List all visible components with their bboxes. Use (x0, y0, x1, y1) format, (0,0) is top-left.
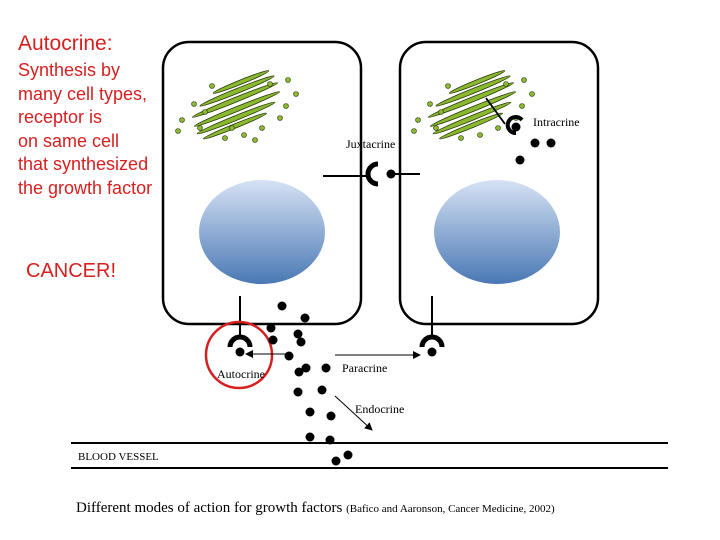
autocrine-highlight (204, 320, 274, 390)
vesicles-left (175, 77, 299, 143)
golgi-right (427, 70, 517, 140)
caption-citation: (Bafico and Aaronson, Cancer Medicine, 2… (346, 503, 555, 515)
secreted-ligands (266, 301, 353, 466)
intracrine-arm (485, 97, 506, 125)
juxtacrine-label: Juxtacrine (346, 137, 396, 151)
endocrine-label: Endocrine (355, 402, 405, 416)
golgi-left (191, 70, 281, 140)
autocrine-ligand (235, 347, 245, 357)
intracrine-receptor (505, 115, 524, 136)
autocrine-label: Autocrine (217, 367, 265, 381)
intracrine-ligand (511, 122, 521, 132)
juxtacrine-ligand (386, 169, 396, 179)
nucleus-left (199, 180, 325, 284)
cancer-note: CANCER! (26, 260, 117, 282)
description: Synthesis by many cell types, receptor i… (18, 60, 153, 198)
paracrine-receptor (419, 334, 445, 348)
nucleus-right (434, 180, 560, 284)
paracrine-ligand (427, 347, 437, 357)
heading: Autocrine: (18, 32, 113, 55)
endocrine-arrow (334, 395, 373, 431)
blood-vessel-label: BLOOD VESSEL (78, 451, 159, 463)
autocrine-receptor (227, 334, 253, 348)
caption-text: Different modes of action for growth fac… (76, 500, 343, 516)
vesicles-right (411, 77, 535, 141)
caption: Different modes of action for growth fac… (76, 500, 555, 517)
paracrine-label: Paracrine (342, 361, 388, 375)
intracrine-ligands (515, 138, 556, 165)
juxtacrine-receptor (365, 161, 379, 187)
intracrine-label: Intracrine (533, 115, 580, 129)
